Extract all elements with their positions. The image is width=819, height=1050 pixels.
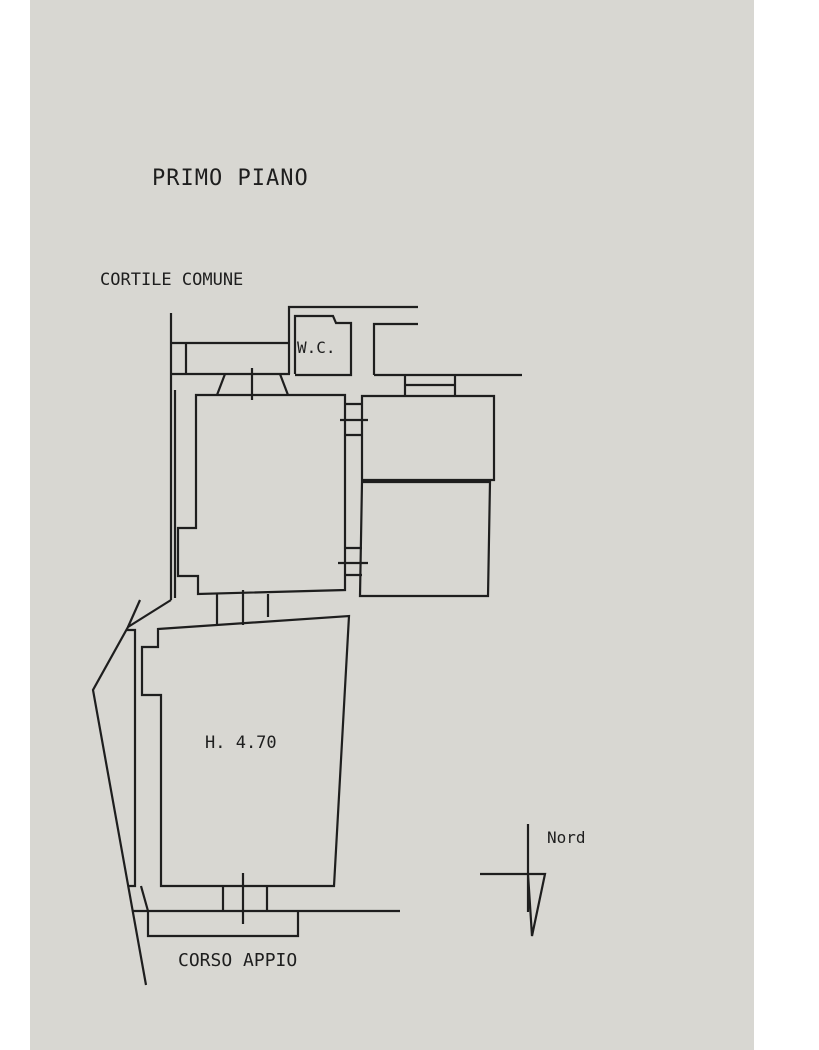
street-label: CORSO APPIO — [178, 950, 297, 971]
lower-walls — [91, 599, 400, 986]
courtyard-label: CORTILE COMUNE — [100, 270, 243, 290]
wc-label: W.C. — [297, 338, 336, 357]
north-arrow-icon — [480, 824, 547, 937]
plan-title: PRIMO PIANO — [152, 166, 309, 191]
room-height-label: H. 4.70 — [205, 733, 277, 753]
north-label: Nord — [547, 828, 586, 847]
upper-walls — [169, 305, 522, 625]
paper-sheet — [30, 0, 754, 1050]
